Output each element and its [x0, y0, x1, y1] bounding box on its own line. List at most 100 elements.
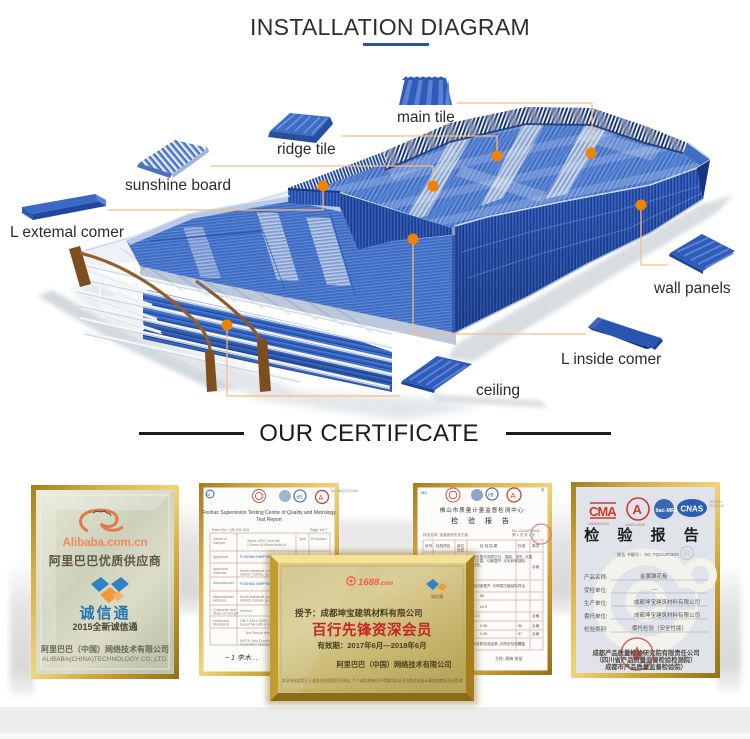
svg-text:报告 书编号： NO. PQX13P0529: 报告 书编号： NO. PQX13P0529: [617, 551, 679, 558]
svg-text:Form No.: QR-209-01A: Form No.: QR-209-01A: [212, 528, 250, 532]
svg-text:A: A: [633, 502, 643, 517]
svg-text:Name of: Name of: [213, 537, 227, 541]
svg-text:Test Report: Test Report: [256, 517, 282, 523]
svg-text:板面平整无明显凹凸、翘曲、变形, 泛霜,: 板面平整无明显凹凸、翘曲、变形, 泛霜,: [469, 554, 533, 559]
svg-text:etl: etl: [488, 493, 493, 499]
svg-text:TESTING: TESTING: [709, 500, 723, 504]
svg-text:CNAS L59: CNAS L59: [709, 504, 724, 508]
svg-text:CMA: CMA: [589, 504, 617, 519]
svg-text:ilac-MRA: ilac-MRA: [656, 508, 680, 514]
svg-text:生产单位:: 生产单位:: [584, 599, 608, 607]
svg-text:0.08: 0.08: [480, 624, 487, 628]
svg-text:标准: 标准: [518, 543, 526, 548]
svg-text:Inspection Stamped: Inspection Stamped: [240, 643, 272, 647]
svg-text:本证书仅适用于上述会员在阿里巴巴网站, 个人或其他单位不得冒: 本证书仅适用于上述会员在阿里巴巴网站, 个人或其他单位不得冒用本证书及相关权益从…: [282, 678, 463, 683]
svg-text:Alibaba.com.cn: Alibaba.com.cn: [63, 537, 148, 549]
svg-text:ALIBABA(CHINA)TECHNOLOGY CO.,L: ALIBABA(CHINA)TECHNOLOGY CO.,LTD.: [42, 656, 168, 663]
svg-text:主检: 税梅 核批: 主检: 税梅 核批: [495, 655, 522, 661]
svg-text:Character and: Character and: [213, 608, 236, 612]
svg-text:诚信通: 诚信通: [431, 593, 443, 599]
svg-text:委托检验（安全性能）: 委托检验（安全性能）: [632, 624, 687, 632]
svg-text:main tile: main tile: [397, 109, 455, 126]
svg-text:CNAS L5942: CNAS L5942: [625, 523, 645, 527]
svg-text:成都坤宝建筑材料有限公司: 成都坤宝建筑材料有限公司: [634, 598, 700, 606]
svg-text:A: A: [319, 495, 324, 502]
svg-text:Standards: Standards: [213, 623, 230, 627]
svg-text:1688.com: 1688.com: [358, 577, 394, 588]
svg-text:—: —: [652, 587, 658, 593]
svg-text:阿里巴巴（中国）网络技术有限公司: 阿里巴巴（中国）网络技术有限公司: [41, 644, 169, 654]
svg-text:0.05: 0.05: [480, 632, 487, 636]
svg-text:Page 1of 7: Page 1of 7: [310, 528, 327, 532]
svg-text:Applicant: Applicant: [213, 567, 228, 571]
svg-text:CNAS: CNAS: [681, 505, 704, 514]
svg-text:2015全新诚信通: 2015全新诚信通: [72, 621, 137, 632]
svg-text:诚信通: 诚信通: [79, 604, 130, 622]
svg-text:State of Sample: State of Sample: [213, 612, 239, 616]
svg-text:授予：成都坤宝建筑材料有限公司: 授予：成都坤宝建筑材料有限公司: [295, 608, 423, 618]
svg-text:Produced: Produced: [311, 537, 326, 541]
svg-text:成都坤宝建筑材料有限公司: 成都坤宝建筑材料有限公司: [634, 611, 700, 619]
svg-text:有效期：2017年6月—2018年6月: 有效期：2017年6月—2018年6月: [317, 640, 426, 650]
svg-text:MA: MA: [421, 490, 427, 495]
svg-text:Type: Type: [298, 537, 306, 541]
svg-text:检验: 检验: [457, 547, 465, 552]
svg-text:No. WA(2017)0420: No. WA(2017)0420: [331, 489, 358, 493]
svg-text:2.0mm×1130mm,width A: 2.0mm×1130mm,width A: [247, 543, 287, 547]
svg-text:传热系数检验结果, 见附页检验报告: 传热系数检验结果, 见附页检验报告: [469, 641, 525, 646]
svg-text:合格: 合格: [532, 623, 540, 628]
svg-text:≥0.5: ≥0.5: [480, 605, 487, 609]
svg-text:Address: Address: [213, 571, 226, 575]
svg-text:Manufacturer: Manufacturer: [213, 581, 235, 585]
svg-text:百行先锋资深会员: 百行先锋资深会员: [312, 621, 432, 639]
svg-text:芯板切面整齐, 无明显压痕缺料。: 芯板切面整齐, 无明显压痕缺料。: [469, 583, 521, 588]
svg-text:金属雕花板: 金属雕花板: [640, 572, 668, 580]
svg-text:符合: 符合: [518, 583, 526, 588]
svg-text:检验项目: 检验项目: [436, 543, 450, 548]
svg-text:ceiling: ceiling: [476, 382, 520, 399]
svg-text:W: W: [206, 492, 210, 497]
svg-text:样品名称: 金属面绝热夹芯板: 样品名称: 金属面绝热夹芯板: [423, 532, 469, 537]
svg-text:ridge tile: ridge tile: [277, 141, 336, 158]
svg-text:Inspection: Inspection: [213, 619, 229, 623]
svg-text:Foshan Supervision Testing Cen: Foshan Supervision Testing Centre of Qua…: [202, 510, 336, 516]
svg-text:佛山市质量计量监督检测中心: 佛山市质量计量监督检测中心: [440, 506, 525, 514]
svg-text:wall panels: wall panels: [653, 280, 731, 297]
svg-text:受检单位:: 受检单位:: [584, 586, 608, 594]
svg-text:86: 86: [518, 624, 522, 628]
svg-text:Normal: Normal: [240, 609, 252, 613]
svg-text:备: 备: [541, 487, 545, 492]
svg-text:检 验 报 告: 检 验 报 告: [584, 526, 706, 544]
svg-text:2016002149Z: 2016002149Z: [588, 522, 609, 526]
svg-text:合格: 合格: [532, 613, 540, 618]
svg-text:Manufacturer: Manufacturer: [213, 595, 235, 599]
svg-text:合格: 合格: [532, 564, 540, 569]
svg-text:R: R: [684, 549, 691, 560]
svg-text:单位: 单位: [457, 543, 465, 548]
svg-text:sunshine board: sunshine board: [125, 177, 231, 194]
svg-text:L extemal comer: L extemal comer: [10, 224, 124, 241]
svg-text:No. 2011WT5442: No. 2011WT5442: [512, 529, 540, 533]
svg-text:85: 85: [480, 594, 484, 598]
svg-text:L inside comer: L inside comer: [561, 351, 661, 368]
svg-text:符合: 符合: [518, 641, 526, 646]
svg-text:（四川省产品质量监督检验检测院）: （四川省产品质量监督检验检测院）: [596, 655, 697, 664]
svg-text:87: 87: [518, 632, 522, 636]
svg-text:阿里巴巴（中国）网络技术有限公司: 阿里巴巴（中国）网络技术有限公司: [336, 660, 451, 669]
svg-text:合格: 合格: [532, 631, 540, 636]
svg-text:Address: Address: [213, 599, 226, 603]
svg-text:委托单位:: 委托单位:: [584, 612, 608, 620]
svg-text:成都市产品质量监督检验院）: 成都市产品质量监督检验院）: [605, 662, 687, 671]
svg-text:第 1 页 共 1 页: 第 1 页 共 1 页: [512, 532, 536, 537]
svg-text:etl: etl: [297, 495, 302, 501]
svg-text:检 验 报 告: 检 验 报 告: [451, 516, 513, 525]
svg-text:~ 1 李木…: ~ 1 李木…: [225, 654, 258, 662]
svg-text:检验类别:: 检验类别:: [584, 625, 608, 633]
svg-text:切口平直、切面整齐, 无毛刺等缺陷,: 切口平直、切面整齐, 无毛刺等缺陷,: [469, 558, 526, 563]
svg-text:MA: MA: [207, 489, 212, 493]
svg-text:序号: 序号: [425, 543, 433, 548]
svg-text:阿里巴巴优质供应商: 阿里巴巴优质供应商: [49, 553, 162, 568]
svg-text:Sample: Sample: [213, 541, 225, 545]
svg-text:Applicant: Applicant: [213, 555, 228, 559]
svg-text:检 验 结 果: 检 验 结 果: [480, 543, 498, 548]
